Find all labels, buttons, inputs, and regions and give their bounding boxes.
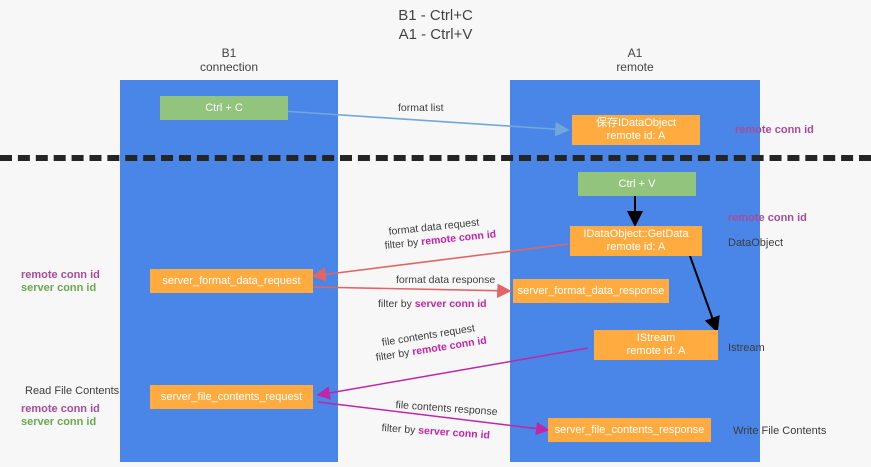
filter-prefix-4: filter by [381, 422, 419, 437]
filter-prefix-2: filter by [378, 298, 415, 310]
node-server-format-data-request[interactable]: server_format_data_request [150, 269, 313, 293]
node-istream[interactable]: IStream remote id: A [594, 330, 718, 360]
node-idataobject-getdata[interactable]: IDataObject::GetData remote id: A [570, 226, 702, 256]
label-left-server-conn-id-2: server conn id [21, 416, 97, 428]
node-ctrl-v[interactable]: Ctrl + V [578, 172, 696, 196]
edge-label-format-data-response: format data response [396, 274, 496, 286]
edge-label-file-contents-response-filter: filter by server conn id [381, 422, 490, 443]
edge-label-format-list: format list [398, 102, 444, 114]
label-read-file-contents: Read File Contents [25, 385, 120, 397]
node-ctrl-c[interactable]: Ctrl + C [160, 96, 288, 120]
filter-key-server-conn-id-2: server conn id [417, 424, 491, 442]
label-remote-conn-id-mid: remote conn id [728, 212, 807, 224]
label-dataobject: DataObject [728, 237, 784, 249]
edge-label-file-contents-response: file contents response [395, 399, 498, 419]
node-server-format-data-response[interactable]: server_format_data_response [513, 279, 669, 303]
label-left-remote-conn-id: remote conn id [21, 269, 100, 281]
filter-prefix-3: filter by [375, 346, 414, 364]
node-server-file-contents-request[interactable]: server_file_contents_request [150, 385, 313, 409]
phase-divider [0, 155, 871, 161]
lane-header-b1: B1 connection [199, 46, 259, 74]
label-left-server-conn-id: server conn id [21, 282, 97, 294]
node-save-idataobject[interactable]: 保存IDataObject remote id: A [572, 115, 700, 145]
filter-prefix-1: filter by [384, 236, 422, 252]
lane-header-a1: A1 remote [616, 46, 654, 74]
label-write-file-contents: Write File Contents [733, 425, 827, 437]
label-remote-conn-id-top: remote conn id [735, 124, 814, 136]
filter-key-server-conn-id-1: server conn id [414, 298, 487, 310]
label-istream: Istream [728, 342, 765, 354]
node-server-file-contents-response[interactable]: server_file_contents_response [548, 418, 711, 442]
label-left-remote-conn-id-2: remote conn id [21, 403, 100, 415]
edge-label-format-data-response-filter: filter by server conn id [378, 298, 487, 311]
diagram-title: B1 - Ctrl+C A1 - Ctrl+V [398, 7, 473, 43]
